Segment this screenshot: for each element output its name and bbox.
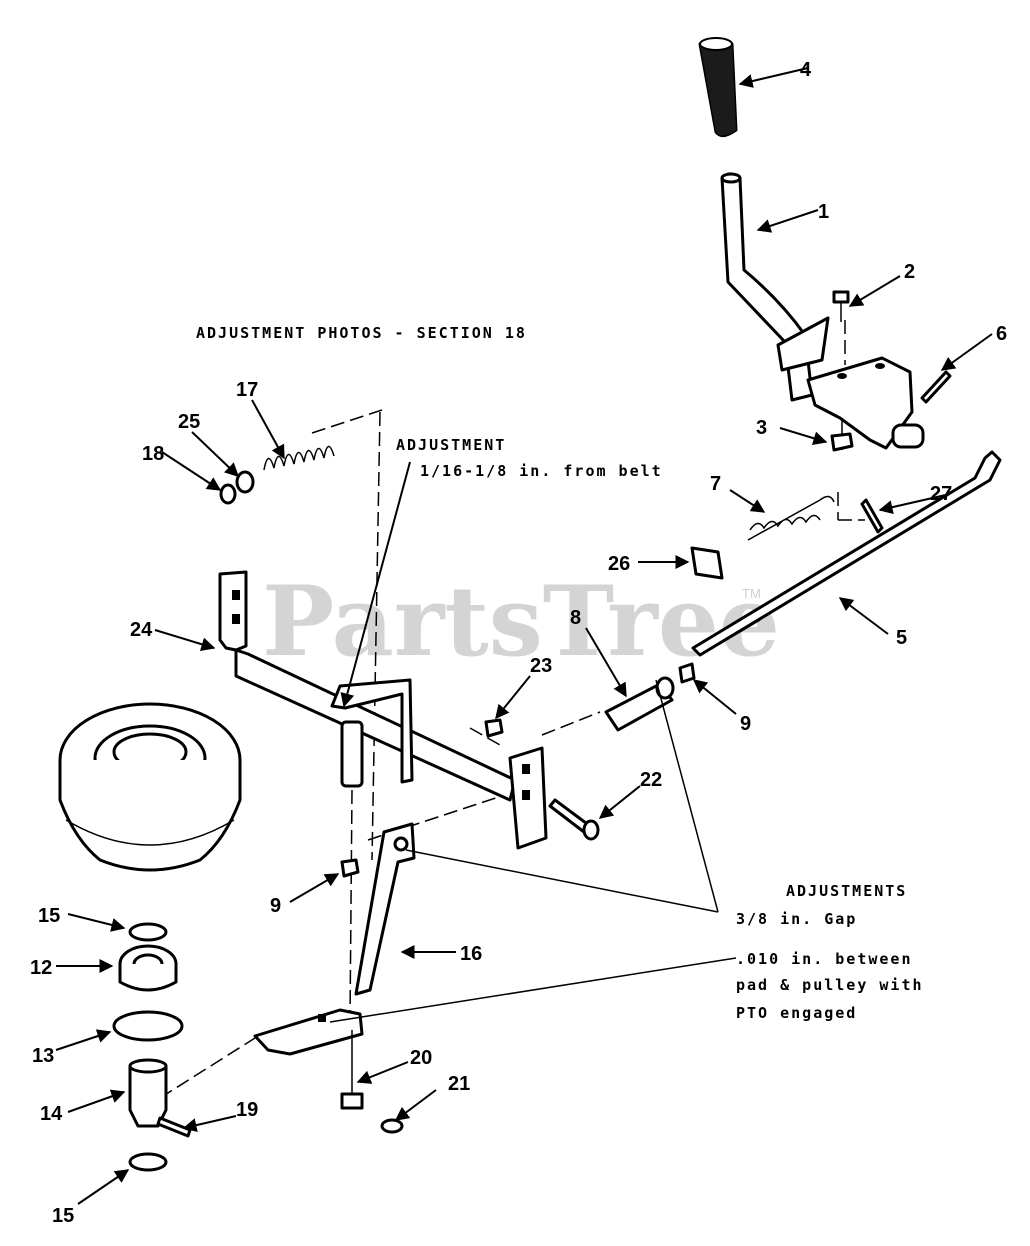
part-15-ring-upper — [128, 922, 168, 942]
callout-18: 18 — [142, 443, 164, 465]
part-21-washer — [380, 1118, 404, 1134]
callout-22: 22 — [640, 769, 662, 791]
callout-8: 8 — [570, 607, 581, 629]
callout-23: 23 — [530, 655, 552, 677]
part-27-cotter — [860, 498, 884, 534]
part-25-washer — [235, 470, 255, 494]
part-20-bolt — [340, 1030, 364, 1110]
note-adjustments-title: ADJUSTMENTS — [786, 882, 907, 900]
callout-9-lower: 9 — [270, 895, 281, 917]
callout-17: 17 — [236, 379, 258, 401]
part-4-grip — [698, 37, 738, 137]
part-2-bolt — [832, 290, 850, 322]
callout-7: 7 — [710, 473, 721, 495]
callout-1: 1 — [818, 201, 829, 223]
nut-9-lower — [340, 858, 360, 878]
nut-9-upper — [678, 662, 696, 684]
callout-25: 25 — [178, 411, 200, 433]
note-gap: 3/8 in. Gap — [736, 910, 857, 928]
part-16-arm — [253, 822, 416, 1056]
part-14-hub — [128, 1058, 168, 1128]
part-22-bolt — [548, 798, 600, 841]
part-23-nut — [484, 718, 504, 738]
part-17-spring — [263, 445, 335, 471]
part-6-cotter-pin — [920, 370, 952, 404]
note-adjustment-title: ADJUSTMENT — [396, 436, 506, 454]
callout-24: 24 — [130, 619, 153, 641]
part-15-ring-lower — [128, 1152, 168, 1172]
callout-9-upper: 9 — [740, 713, 751, 735]
callout-26: 26 — [608, 553, 630, 575]
note-adjustment-detail: 1/16-1/8 in. from belt — [420, 462, 663, 480]
lever-bracket — [806, 356, 925, 450]
part-7-spring — [747, 495, 835, 541]
watermark-trademark: TM — [742, 586, 761, 601]
callout-20: 20 — [410, 1047, 432, 1069]
callout-21: 21 — [448, 1073, 470, 1095]
note-pad-line3: PTO engaged — [736, 1004, 857, 1022]
callout-3: 3 — [756, 417, 767, 439]
callout-13: 13 — [32, 1045, 54, 1067]
callout-5: 5 — [896, 627, 907, 649]
part-8-tube — [604, 676, 675, 732]
part-24-frame — [218, 570, 548, 850]
alignment-lines — [159, 320, 865, 1099]
callout-19: 19 — [236, 1099, 258, 1121]
pulley — [58, 702, 242, 872]
part-3-nut — [830, 432, 854, 452]
part-26-clip — [690, 546, 724, 580]
part-18-clip — [219, 483, 237, 505]
part-13-ring — [112, 1010, 184, 1042]
callout-16: 16 — [460, 943, 482, 965]
callout-15-upper: 15 — [38, 905, 60, 927]
note-pad-line1: .010 in. between — [736, 950, 913, 968]
note-pad-line2: pad & pulley with — [736, 976, 924, 994]
leader-lines — [55, 67, 993, 1205]
callout-12: 12 — [30, 957, 52, 979]
watermark: PartsTree — [262, 565, 780, 678]
part-5-rod — [691, 450, 1002, 657]
callout-4: 4 — [800, 59, 812, 81]
callout-2: 2 — [904, 261, 915, 283]
note-adjustment-photos: ADJUSTMENT PHOTOS - SECTION 18 — [196, 324, 527, 342]
part-19-pin — [156, 1116, 192, 1138]
callout-14: 14 — [40, 1103, 63, 1125]
callout-27: 27 — [930, 483, 952, 505]
part-12-bearing — [118, 944, 178, 992]
callout-15-lower: 15 — [52, 1205, 74, 1227]
callout-6: 6 — [996, 323, 1007, 345]
part-1-lever — [720, 172, 830, 402]
